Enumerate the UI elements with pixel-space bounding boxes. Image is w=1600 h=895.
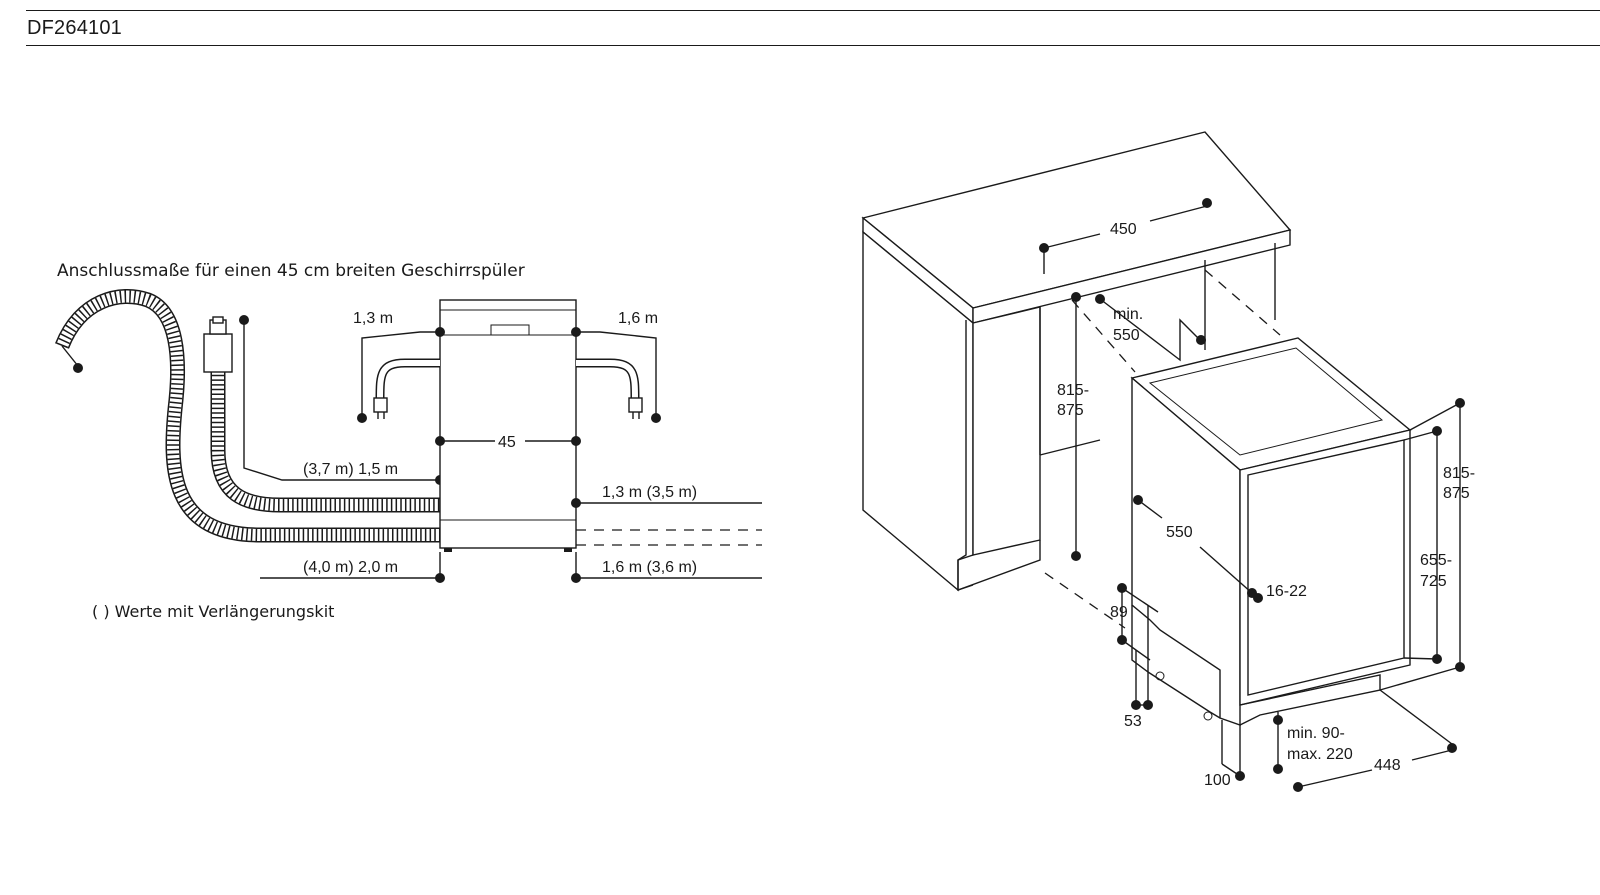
power-right-dim-point xyxy=(571,327,581,337)
installation-drawing: 450 min. 550 815- 875 815- 875 655- 725 xyxy=(861,131,1475,792)
appliance-width-line-right xyxy=(1411,749,1453,761)
toe-kick-label-1: min. 90- xyxy=(1287,725,1345,742)
offset-point-left xyxy=(1131,700,1141,710)
cabinet-left xyxy=(862,230,1041,592)
height-point-bottom xyxy=(1455,662,1465,672)
plinth-point-bottom xyxy=(1117,635,1127,645)
power-cable-left xyxy=(373,358,440,419)
niche-depth-label-2: 550 xyxy=(1113,327,1140,344)
plug-right-icon xyxy=(628,397,643,413)
drain-hose-label: (3,7 m) 1,5 m xyxy=(303,461,398,478)
plinth-offset-label: 53 xyxy=(1124,713,1142,730)
water-tap-knob-icon xyxy=(212,316,224,324)
power-left-dim-line xyxy=(361,331,440,418)
drain-dim-line xyxy=(243,320,440,481)
depth-label: 550 xyxy=(1166,524,1193,541)
height-ext-bottom xyxy=(1379,666,1461,691)
dishwasher-front xyxy=(439,299,577,552)
toe-kick-label-2: max. 220 xyxy=(1287,746,1353,763)
right-lower-label: 1,6 m (3,6 m) xyxy=(602,559,697,576)
depth-line-lower xyxy=(1199,546,1253,594)
header-rule-bottom xyxy=(26,45,1600,46)
plinth-ext-top xyxy=(1121,587,1159,613)
height-label-2: 875 xyxy=(1443,485,1470,502)
door-height-point-bottom xyxy=(1432,654,1442,664)
niche-depth-line xyxy=(1099,298,1201,362)
appliance-width-ext xyxy=(1379,689,1453,745)
countertop xyxy=(861,131,1292,325)
niche-width-line-right xyxy=(1149,205,1208,222)
inlet-hose-label: (4,0 m) 2,0 m xyxy=(303,559,398,576)
door-height-ext-bottom xyxy=(1403,657,1438,660)
power-right-dim-end xyxy=(651,413,661,423)
height-point-top xyxy=(1455,398,1465,408)
drain-dim-point xyxy=(239,315,249,325)
door-height-label-1: 655- xyxy=(1420,552,1452,569)
niche-depth-point xyxy=(1095,294,1105,304)
door-height-point-top xyxy=(1432,426,1442,436)
niche-height-label-2: 875 xyxy=(1057,402,1084,419)
door-height-ext-top xyxy=(1403,430,1438,441)
door-thickness-point xyxy=(1253,593,1263,603)
offset-point-right xyxy=(1143,700,1153,710)
right-lower-point xyxy=(571,573,581,583)
appliance-width-point-right xyxy=(1447,743,1457,753)
model-code: DF264101 xyxy=(27,17,122,39)
width-dim-point-left xyxy=(435,436,445,446)
inlet-hose-point xyxy=(73,363,83,373)
niche-depth-end xyxy=(1196,335,1206,345)
door-height-label-2: 725 xyxy=(1420,573,1447,590)
power-right-dim-line xyxy=(576,331,657,418)
inlet-dim-point xyxy=(435,573,445,583)
header-rule-top xyxy=(26,10,1600,11)
toe-kick-point-bottom xyxy=(1273,764,1283,774)
right-upper-label: 1,3 m (3,5 m) xyxy=(602,484,697,501)
control-panel-display xyxy=(490,324,530,336)
niche-width-point-right xyxy=(1202,198,1212,208)
appliance-width-line-left xyxy=(1297,769,1373,788)
niche-back xyxy=(1039,243,1281,629)
height-ext-top xyxy=(1409,402,1461,431)
width-label: 45 xyxy=(498,434,516,451)
plinth-height-label: 89 xyxy=(1110,604,1128,621)
foot-left xyxy=(444,548,452,552)
power-right-label: 1,6 m xyxy=(618,310,658,327)
niche-depth-label-1: min. xyxy=(1113,306,1143,323)
right-upper-point xyxy=(571,498,581,508)
dishwasher-body xyxy=(1130,337,1412,726)
drain-hose xyxy=(210,370,440,513)
water-tap-icon xyxy=(203,333,233,373)
niche-width-line-left xyxy=(1043,233,1101,249)
niche-height-point-top xyxy=(1071,292,1081,302)
depth-point-left xyxy=(1133,495,1143,505)
inlet-hose-end xyxy=(61,345,79,367)
plinth-point-top xyxy=(1117,583,1127,593)
inlet-hose xyxy=(55,289,440,543)
appliance-width-label: 448 xyxy=(1374,757,1401,774)
power-left-label: 1,3 m xyxy=(353,310,393,327)
niche-width-point-left xyxy=(1039,243,1049,253)
plinth-depth-label: 100 xyxy=(1204,772,1231,789)
foot-right xyxy=(564,548,572,552)
plinth-depth-point xyxy=(1235,771,1245,781)
niche-width-label: 450 xyxy=(1110,221,1137,238)
door-thickness-label: 16-22 xyxy=(1266,583,1307,600)
connection-title: Anschlussmaße für einen 45 cm breiten Ge… xyxy=(57,261,525,281)
niche-height-label-1: 815- xyxy=(1057,382,1089,399)
plug-left-icon xyxy=(373,397,388,413)
appliance-width-point-left xyxy=(1293,782,1303,792)
width-dim-point-right xyxy=(571,436,581,446)
connection-diagram: Anschlussmaße für einen 45 cm breiten Ge… xyxy=(55,261,762,621)
toe-kick-point-top xyxy=(1273,715,1283,725)
power-cable-right xyxy=(576,358,643,419)
niche-height-point-bottom xyxy=(1071,551,1081,561)
power-left-dim-end xyxy=(357,413,367,423)
extension-note: ( ) Werte mit Verlängerungskit xyxy=(92,602,334,621)
height-label-1: 815- xyxy=(1443,465,1475,482)
power-left-dim-point xyxy=(435,327,445,337)
